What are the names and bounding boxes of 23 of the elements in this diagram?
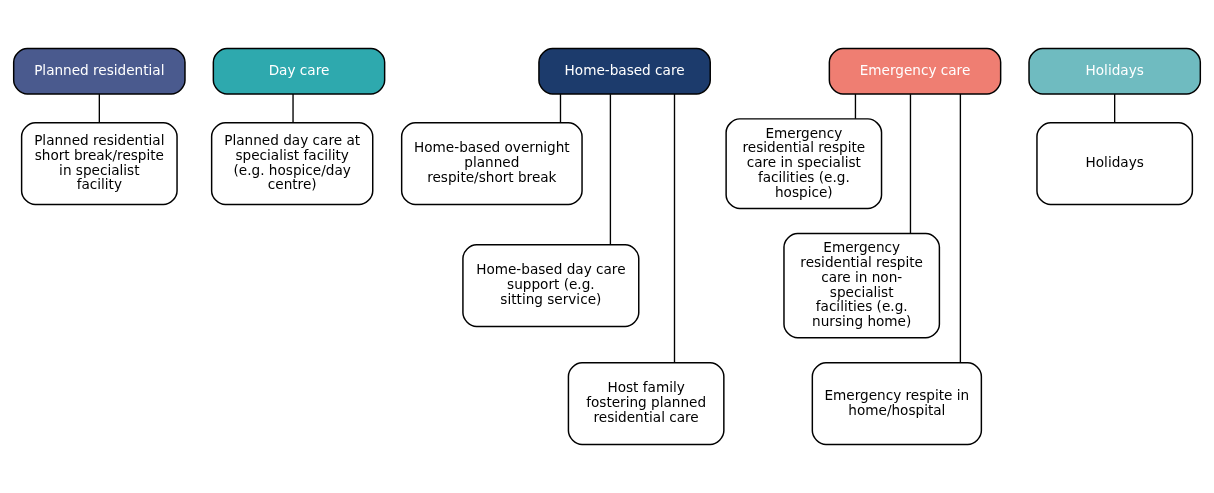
- node-box: Emergency care: [828, 47, 1002, 95]
- connector: [1114, 93, 1116, 124]
- node-box: Host family fostering planned residential care: [567, 362, 725, 446]
- node-box: Emergency residential respite care in specialist facilities (e.g. hospice): [725, 118, 883, 210]
- node-box: Planned residential short break/respite in specialist facility: [20, 122, 178, 206]
- node-box: Home-based overnight planned respite/short break: [400, 122, 583, 206]
- node-box: Emergency respite in home/hospital: [811, 362, 983, 446]
- node-box: Emergency residential respite care in non-specialist facilities (e.g. nursing home): [783, 232, 941, 339]
- node-box: Home-based care: [538, 47, 711, 95]
- node-box: Planned day care at specialist facility (e.g. hospice/day centre): [210, 122, 374, 206]
- connector: [854, 93, 857, 120]
- connector: [98, 93, 100, 124]
- node-box: Holidays: [1036, 122, 1194, 206]
- connector: [909, 93, 912, 234]
- node-box: Home-based day care support (e.g. sitting service): [462, 244, 640, 328]
- node-box: Holidays: [1028, 47, 1202, 95]
- node-box: Planned residential: [12, 47, 186, 95]
- node-box: Day care: [212, 47, 386, 95]
- connector: [673, 93, 676, 364]
- connector: [959, 93, 962, 364]
- connector: [609, 93, 612, 246]
- connector: [292, 93, 294, 124]
- connector: [559, 93, 562, 124]
